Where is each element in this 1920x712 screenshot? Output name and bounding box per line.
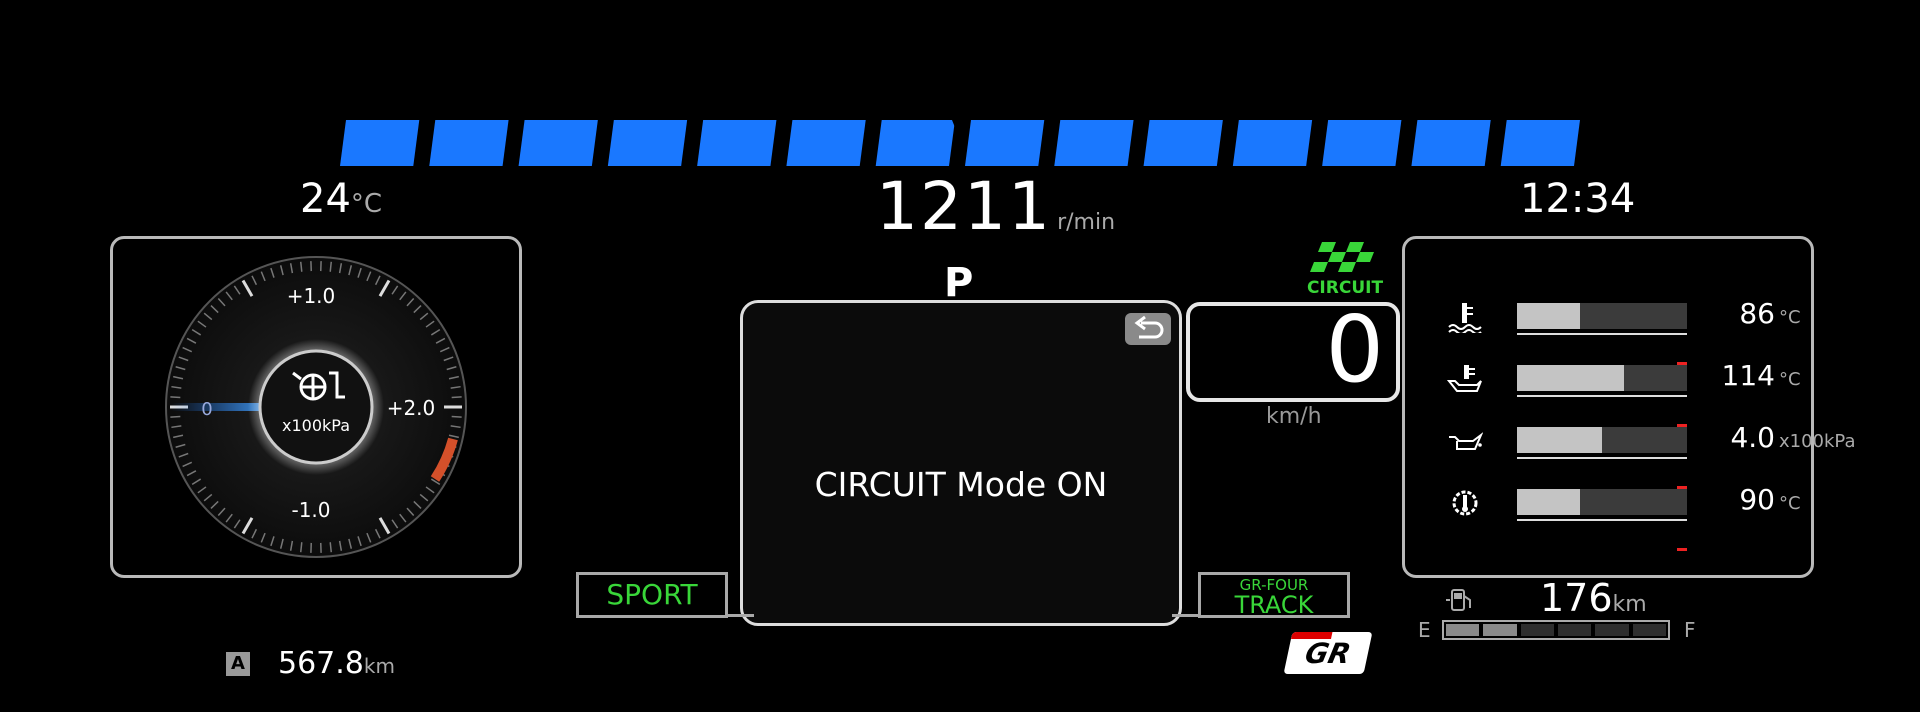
rev-bar-segment (965, 120, 1045, 166)
outside-temp-unit: °C (350, 189, 383, 219)
rpm-readout: 1211 r/min (876, 168, 1115, 245)
turbo-icon (292, 371, 345, 401)
speed-value: 0 (1325, 296, 1384, 403)
gr-four-label: GR-FOUR (1239, 576, 1309, 594)
outside-temperature: 24°C (300, 176, 382, 222)
rev-bar-segment (875, 120, 955, 166)
oil-pressure-gauge: 4.0 x100kPa (1433, 421, 1856, 489)
oil-pressure-bar (1517, 427, 1602, 453)
boost-scale-zero: 0 (201, 399, 212, 420)
oil-temp-unit: °C (1779, 369, 1801, 390)
boost-scale-plus1: +1.0 (287, 284, 336, 308)
engine-gauges-panel: 86 °C 114 °C 4.0 x100kPa 90 °C (1402, 236, 1856, 578)
outside-temp-value: 24 (300, 176, 351, 222)
message-text: CIRCUIT Mode ON (814, 465, 1108, 504)
rev-bar-segment (607, 120, 688, 166)
coolant-temp-unit: °C (1779, 307, 1801, 328)
fuel-gauge-segment (1632, 624, 1666, 636)
return-arrow-icon (1134, 315, 1164, 339)
speedometer-box: 0 (1186, 296, 1400, 403)
coolant-temp-gauge: 86 °C (1433, 297, 1803, 365)
range-unit: km (1612, 592, 1647, 617)
transmission-temp-bar (1517, 489, 1580, 515)
rev-bar (340, 120, 1580, 166)
trip-readout: 567.8km (278, 646, 395, 681)
boost-scale-minus1: -1.0 (291, 498, 330, 522)
gear-indicator: P (944, 260, 974, 306)
coolant-temp-icon (1448, 303, 1482, 333)
gr-logo: GR (1283, 632, 1373, 674)
boost-unit-label: x100kPa (282, 416, 350, 435)
trip-unit: km (363, 654, 395, 678)
boost-gauge: x100kPa +1.0 +2.0 -1.0 0 (165, 256, 467, 558)
range-value: 176 (1540, 576, 1613, 620)
back-button[interactable] (1125, 313, 1171, 345)
fuel-empty-label: E (1418, 618, 1431, 642)
speed-unit: km/h (1266, 404, 1322, 429)
oil-pressure-unit: x100kPa (1779, 431, 1856, 452)
fuel-gauge-segment (1595, 624, 1629, 636)
transmission-temp-icon (1452, 490, 1478, 516)
rpm-unit: r/min (1057, 210, 1116, 235)
clock: 12:34 (1520, 176, 1636, 222)
fuel-gauge-segment (1520, 624, 1554, 636)
circuit-mode-badge: CIRCUIT (1300, 240, 1390, 298)
gr-four-mode-indicator: GR-FOUR TRACK (1198, 572, 1350, 618)
oil-pressure-value: 4.0 (1730, 421, 1775, 454)
fuel-gauge-segment (1446, 624, 1480, 636)
rev-bar-segment (697, 120, 777, 166)
rev-bar-segment (1054, 120, 1134, 166)
fuel-gauge-segment (1558, 624, 1592, 636)
fuel-gauge-segment (1483, 624, 1517, 636)
fuel-full-label: F (1684, 618, 1696, 642)
rev-bar-segment (518, 120, 598, 166)
range-readout: 176km (1540, 576, 1647, 620)
boost-needle (171, 403, 281, 411)
transmission-temp-unit: °C (1779, 493, 1801, 514)
rev-bar-segment (1322, 120, 1402, 166)
message-window: CIRCUIT Mode ON (740, 300, 1182, 626)
fuel-gauge (1442, 620, 1670, 640)
rev-bar-segment (1500, 120, 1580, 166)
rev-bar-segment (1232, 120, 1313, 166)
fuel-pump-icon (1446, 589, 1471, 611)
boost-gauge-panel: x100kPa +1.0 +2.0 -1.0 0 (110, 236, 522, 578)
oil-temp-icon (1447, 365, 1482, 392)
coolant-temp-bar (1517, 303, 1580, 329)
oil-temp-value: 114 (1721, 359, 1775, 392)
oil-temp-gauge: 114 °C (1433, 359, 1803, 427)
rev-bar-segment (786, 120, 866, 166)
coolant-temp-value: 86 (1739, 297, 1775, 330)
circuit-badge-label: CIRCUIT (1306, 278, 1384, 298)
rpm-value: 1211 (876, 168, 1052, 245)
trip-label: A (226, 652, 250, 676)
sport-mode-indicator: SPORT (576, 572, 728, 618)
trip-value: 567.8 (278, 646, 364, 681)
transmission-temp-gauge: 90 °C (1433, 483, 1803, 551)
transmission-temp-value: 90 (1739, 483, 1775, 516)
boost-scale-plus2: +2.0 (387, 396, 436, 420)
rev-bar-segment (429, 120, 509, 166)
rev-bar-segment (340, 120, 420, 166)
rev-bar-segment (1411, 120, 1491, 166)
oil-pressure-icon (1449, 432, 1483, 450)
checkered-flag-icon (1310, 242, 1374, 272)
oil-temp-bar (1517, 365, 1625, 391)
rev-bar-segment (1143, 120, 1223, 166)
track-label: TRACK (1234, 591, 1314, 619)
